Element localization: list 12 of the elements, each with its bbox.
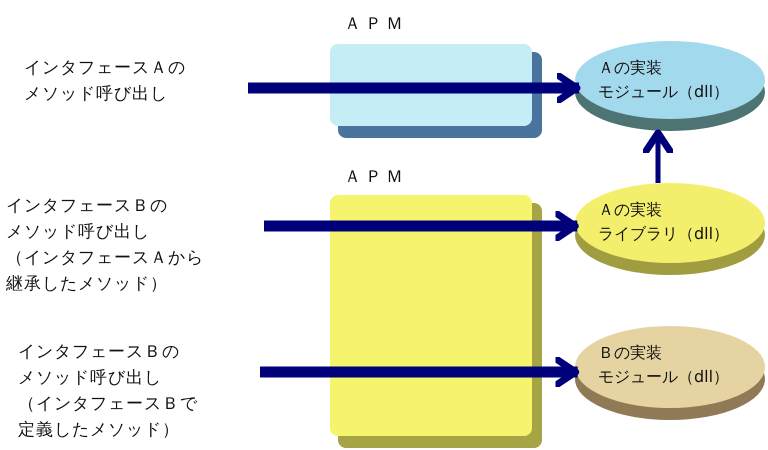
node-label: Ａの実装モジュール（dll） bbox=[598, 57, 730, 103]
arrow bbox=[248, 72, 581, 104]
arrow bbox=[260, 356, 580, 388]
arrow bbox=[264, 210, 579, 242]
box-heading: ＡＰＭ bbox=[344, 166, 407, 188]
box-heading: ＡＰＭ bbox=[344, 13, 407, 35]
method-call-text: インタフェースＡのメソッド呼び出し bbox=[24, 57, 186, 106]
method-call-text: インタフェースＢのメソッド呼び出し（インタフェースＢで定義したメソッド） bbox=[18, 341, 198, 442]
node-label: Ａの実装ライブラリ（dll） bbox=[598, 199, 730, 245]
method-call-text: インタフェースＢのメソッド呼び出し（インタフェースＡから継承したメソッド） bbox=[6, 195, 204, 296]
arrow bbox=[642, 130, 674, 183]
node-label: Ｂの実装モジュール（dll） bbox=[598, 342, 730, 388]
